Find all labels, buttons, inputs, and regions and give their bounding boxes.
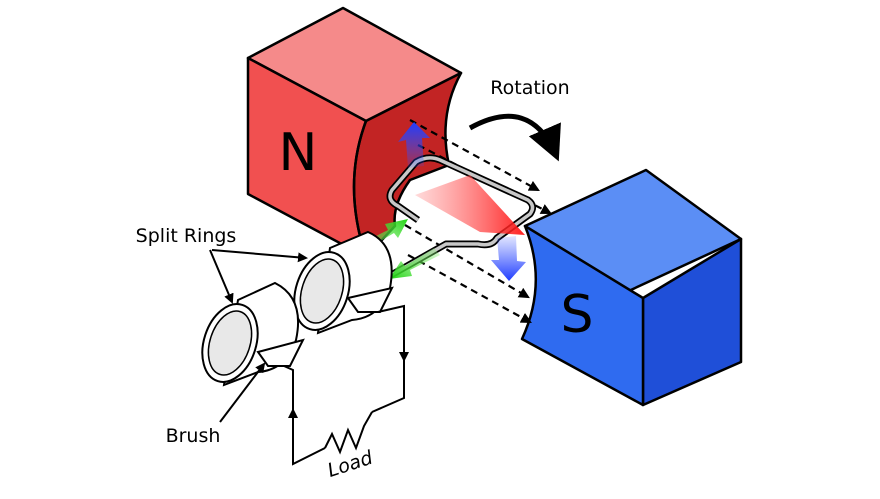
force-arrow-down: [491, 236, 526, 281]
brush-left: [256, 338, 305, 367]
load-resistor: [324, 411, 373, 455]
brush-leader: [219, 362, 266, 423]
circuit-wire-right: [371, 304, 405, 413]
external-circuit: [283, 304, 409, 466]
rotor-force-wedge: [415, 175, 525, 235]
force-arrows: [398, 122, 526, 281]
split-ring-right: [293, 230, 393, 335]
split-rings: [201, 230, 394, 387]
force-arrow-up: [398, 122, 430, 168]
brush-label: Brush: [166, 425, 221, 447]
field-line-1: [409, 119, 540, 192]
south-pole-label: S: [560, 285, 593, 345]
south-magnet-front: [520, 224, 645, 407]
split-ring-left: [201, 281, 300, 387]
split-rings-label: Split Rings: [136, 225, 237, 247]
rotation-arrow: [468, 113, 561, 162]
north-pole-label: N: [279, 123, 318, 183]
split-rings-leaders: [209, 249, 308, 304]
circuit-wire-left: [283, 365, 326, 466]
north-magnet: N: [246, 6, 463, 259]
current-arrow-out: [389, 248, 440, 279]
armature-coil: [313, 154, 537, 322]
south-magnet: S: [520, 168, 743, 407]
load-label: Load: [325, 446, 376, 481]
rotation-label: Rotation: [490, 77, 569, 99]
